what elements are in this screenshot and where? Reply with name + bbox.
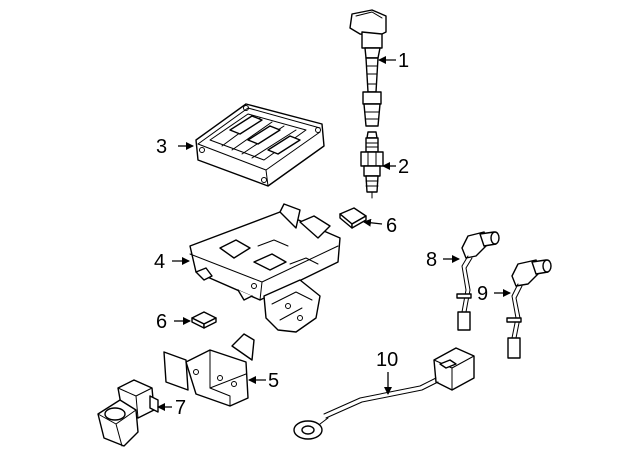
callout-7: 7 <box>175 397 186 419</box>
ignition-coil-icon <box>349 9 387 127</box>
engine-control-module-icon <box>195 103 325 187</box>
mounting-bracket-icon <box>163 333 255 407</box>
callout-6-upper: 6 <box>386 215 397 237</box>
callout-5: 5 <box>268 370 279 392</box>
leader-lines <box>157 56 511 411</box>
leader-6a <box>363 218 383 227</box>
camshaft-sensor-icon <box>506 259 552 359</box>
callout-2: 2 <box>398 156 409 178</box>
callout-4: 4 <box>154 251 165 273</box>
callout-labels: 1 2 3 4 5 6 6 7 8 9 10 <box>154 50 488 419</box>
spark-plug-icon <box>360 131 384 199</box>
callout-8: 8 <box>426 249 437 271</box>
callout-9: 9 <box>477 283 488 305</box>
callout-6-lower: 6 <box>156 311 167 333</box>
pad-icon <box>339 207 367 229</box>
knock-sensor-icon <box>293 347 475 440</box>
callout-1: 1 <box>398 50 409 72</box>
sensor-icon <box>97 379 159 447</box>
crankshaft-sensor-icon <box>456 231 500 331</box>
pad-icon <box>191 311 217 329</box>
ecm-bracket-icon <box>189 203 341 333</box>
callout-10: 10 <box>376 349 398 371</box>
callout-3: 3 <box>156 136 167 158</box>
